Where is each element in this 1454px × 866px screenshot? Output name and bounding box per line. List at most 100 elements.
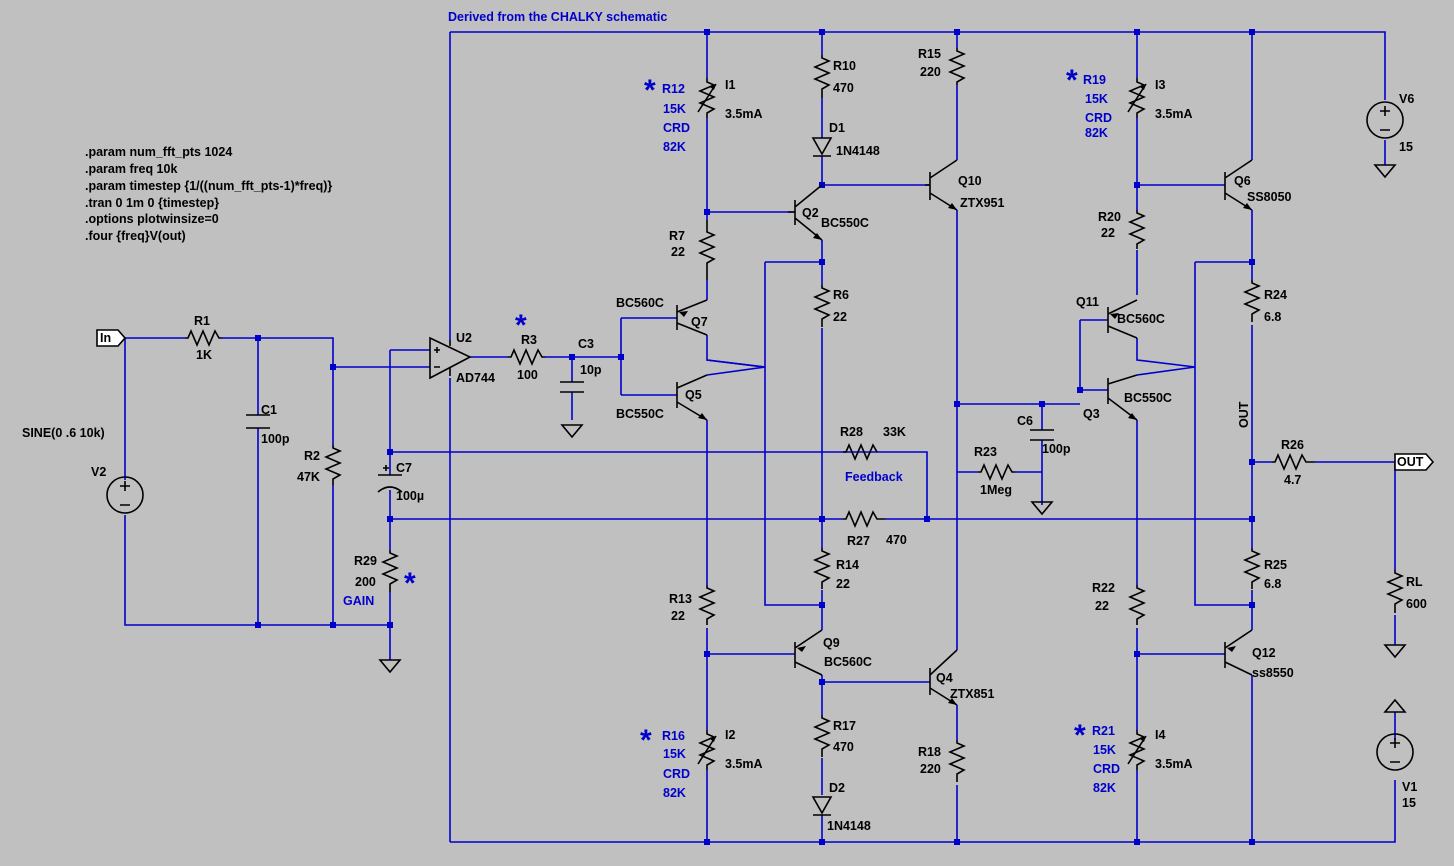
r19-crd-value: 82K: [1085, 126, 1108, 140]
r20-value: 22: [1101, 226, 1115, 240]
r6-value: 22: [833, 310, 847, 324]
i3-label: I3: [1155, 78, 1165, 92]
junctions: [255, 29, 1255, 845]
transistor-q10: [925, 159, 958, 211]
ground-2: [560, 424, 584, 439]
r17-value: 470: [833, 740, 854, 754]
labels: Derived from the CHALKY schematic .param…: [22, 10, 1427, 833]
r13-label: R13: [669, 592, 692, 606]
c7-value: 100µ: [396, 489, 424, 503]
star-r29: *: [404, 567, 416, 600]
r25-label: R25: [1264, 558, 1287, 572]
c6-value: 100p: [1042, 442, 1071, 456]
port-in-label: In: [100, 331, 111, 345]
q11-label: Q11: [1076, 295, 1099, 309]
i1-value: 3.5mA: [725, 107, 763, 121]
r29-label: R29: [354, 554, 377, 568]
q12-value: ss8550: [1252, 666, 1294, 680]
i2-value: 3.5mA: [725, 757, 763, 771]
r22-value: 22: [1095, 599, 1109, 613]
resistor-r13: [697, 585, 717, 625]
q4-value: ZTX851: [950, 687, 995, 701]
r28-value: 33K: [883, 425, 906, 439]
d2-value: 1N4148: [827, 819, 871, 833]
source-v2: [106, 476, 144, 514]
r7-label: R7: [669, 229, 685, 243]
r14-label: R14: [836, 558, 859, 572]
spice-directive: .param num_fft_pts 1024: [85, 145, 232, 159]
resistor-r6: [812, 285, 832, 327]
r3-label: R3: [521, 333, 537, 347]
r22-label: R22: [1092, 581, 1115, 595]
source-v6: [1366, 101, 1404, 139]
rl-label: RL: [1406, 575, 1423, 589]
resistor-r10: [812, 55, 832, 98]
resistor-r25: [1242, 548, 1262, 589]
resistor-r29: [380, 550, 400, 592]
q9-label: Q9: [823, 636, 840, 650]
q7-label: Q7: [691, 315, 708, 329]
q10-label: Q10: [958, 174, 982, 188]
capacitor-c3: [560, 381, 584, 393]
r3-value: 100: [517, 368, 538, 382]
q9-value: BC560C: [824, 655, 872, 669]
spice-directive: .param freq 10k: [85, 162, 177, 176]
v6-value: 15: [1399, 140, 1413, 154]
i3-value: 3.5mA: [1155, 107, 1193, 121]
r19-crd: CRD: [1085, 111, 1112, 125]
u2-label: U2: [456, 331, 472, 345]
c3-value: 10p: [580, 363, 602, 377]
spice-directive: .options plotwinsize=0: [85, 212, 219, 226]
r26-value: 4.7: [1284, 473, 1301, 487]
r10-label: R10: [833, 59, 856, 73]
resistor-r17: [812, 715, 832, 757]
star-r16: *: [640, 724, 652, 757]
q5-label: Q5: [685, 388, 702, 402]
resistor-r3: [508, 347, 545, 367]
capacitor-c1: [246, 414, 270, 429]
c6-label: C6: [1017, 414, 1033, 428]
r1-label: R1: [194, 314, 210, 328]
out-net-label: OUT: [1237, 401, 1251, 428]
capacitor-c7: [377, 465, 403, 493]
r12-crd-value: 82K: [663, 140, 686, 154]
v1-label: V1: [1402, 780, 1417, 794]
r21-crd: CRD: [1093, 762, 1120, 776]
port-out: [1394, 453, 1435, 471]
port-out-label: OUT: [1397, 455, 1424, 469]
transistor-q3: [1107, 374, 1138, 421]
v2-source-spec: SINE(0 .6 10k): [22, 426, 105, 440]
ground-3: [1030, 501, 1054, 516]
q11-value: BC560C: [1117, 312, 1165, 326]
q3-label: Q3: [1083, 407, 1100, 421]
star-r21: *: [1074, 719, 1086, 752]
r16-value: 15K: [663, 747, 686, 761]
q2-label: Q2: [802, 206, 819, 220]
v6-label: V6: [1399, 92, 1414, 106]
resistor-r1: [185, 328, 222, 348]
source-v1: [1376, 733, 1414, 771]
q3-value: BC550C: [1124, 391, 1172, 405]
transistor-q11: [1107, 299, 1138, 339]
resistor-r2: [323, 445, 343, 485]
opamp-u2: [429, 336, 472, 380]
ground-6: [1383, 698, 1407, 713]
transistor-q6: [1224, 159, 1253, 211]
resistor-r26: [1272, 452, 1315, 472]
crd-i3: [1127, 78, 1147, 118]
r21-crd-value: 82K: [1093, 781, 1116, 795]
r10-value: 470: [833, 81, 854, 95]
port-in: [96, 329, 127, 347]
c1-value: 100p: [261, 432, 290, 446]
r19-value: 15K: [1085, 92, 1108, 106]
r12-crd: CRD: [663, 121, 690, 135]
q7-value: BC560C: [616, 296, 664, 310]
q6-value: SS8050: [1247, 190, 1292, 204]
star-r12: *: [644, 74, 656, 107]
r21-value: 15K: [1093, 743, 1116, 757]
c3-label: C3: [578, 337, 594, 351]
r18-label: R18: [918, 745, 941, 759]
ground-5: [1383, 644, 1407, 659]
r15-label: R15: [918, 47, 941, 61]
r28-label: R28: [840, 425, 863, 439]
